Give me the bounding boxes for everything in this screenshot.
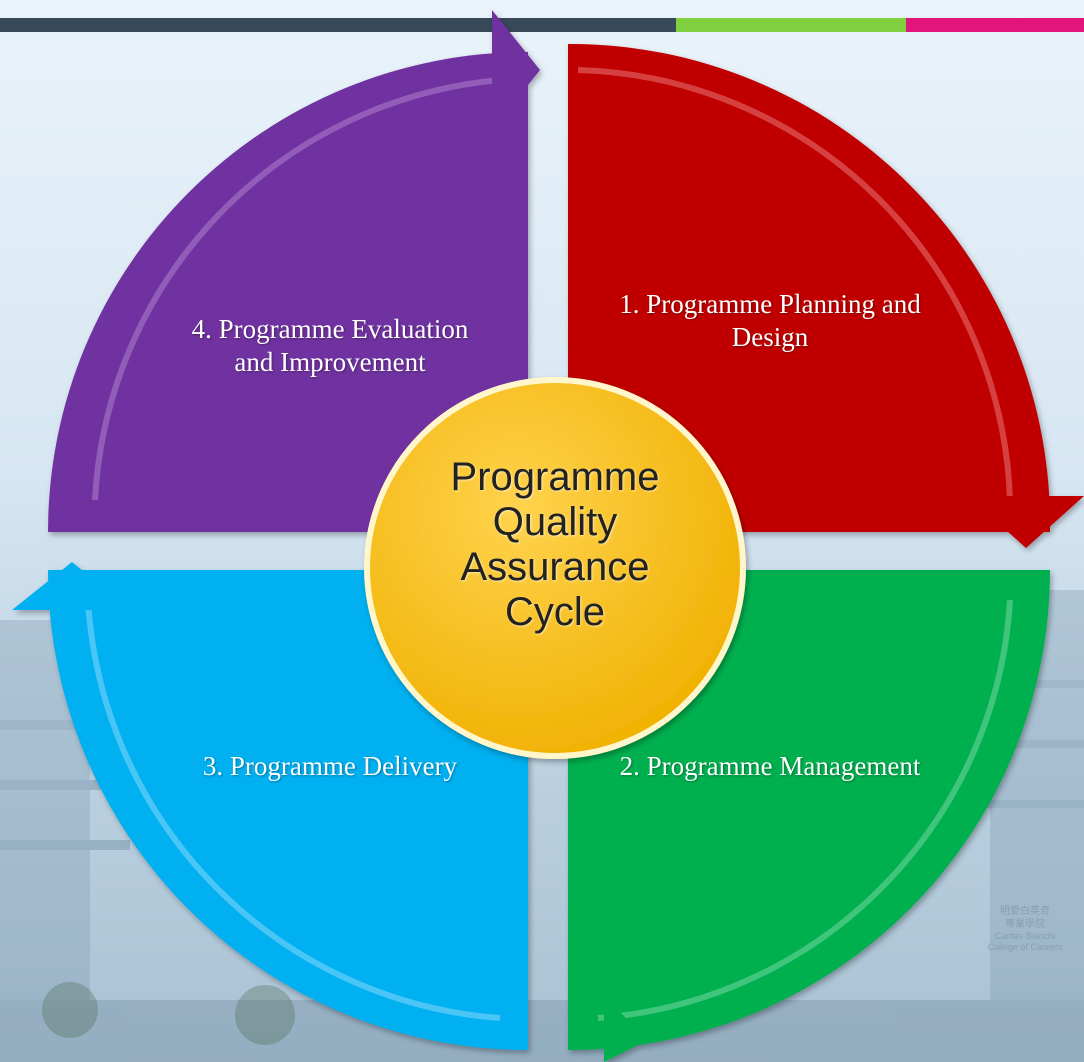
sign-line: 明愛白英奇 xyxy=(1000,906,1050,917)
arrowhead-down-icon xyxy=(604,996,648,1062)
arrowhead-up-icon xyxy=(492,10,540,130)
center-title: Programme Quality Assurance Cycle xyxy=(395,455,715,635)
top-bar-segment-dark xyxy=(0,18,676,32)
segment-label-delivery: 3. Programme Delivery xyxy=(160,750,500,783)
label-line: 3. Programme Delivery xyxy=(202,751,458,781)
label-line: and Improvement xyxy=(234,347,426,377)
segment-evaluation-improvement xyxy=(48,10,540,532)
label-line: 4. Programme Evaluation xyxy=(191,314,469,344)
label-line: 2. Programme Management xyxy=(619,751,921,781)
center-title-line: Cycle xyxy=(504,590,606,634)
top-bar-segment-magenta xyxy=(906,18,1084,32)
label-line: Design xyxy=(731,322,809,352)
center-title-line: Assurance xyxy=(460,545,650,589)
arrowhead-right-icon xyxy=(968,496,1084,548)
segment-delivery xyxy=(12,562,528,1050)
top-bar-segment-green xyxy=(676,18,906,32)
label-line: 1. Programme Planning and xyxy=(619,289,921,319)
center-title-line: Quality xyxy=(492,500,618,544)
top-accent-bar xyxy=(0,18,1084,32)
segment-label-planning-design: 1. Programme Planning and Design xyxy=(590,288,950,354)
sign-line: College of Careers xyxy=(987,942,1063,952)
background-college-sign: 明愛白英奇 專業學院 Caritas Bianchi College of Ca… xyxy=(970,905,1080,953)
segment-planning-design xyxy=(568,43,1084,548)
sign-line: Caritas Bianchi xyxy=(994,931,1056,941)
center-title-line: Programme xyxy=(450,455,660,499)
center-circle xyxy=(364,377,746,759)
sign-line: 專業學院 xyxy=(1005,919,1045,930)
segment-label-management: 2. Programme Management xyxy=(590,750,950,783)
arrowhead-left-icon xyxy=(12,562,130,610)
segment-label-evaluation-improvement: 4. Programme Evaluation and Improvement xyxy=(150,313,510,379)
